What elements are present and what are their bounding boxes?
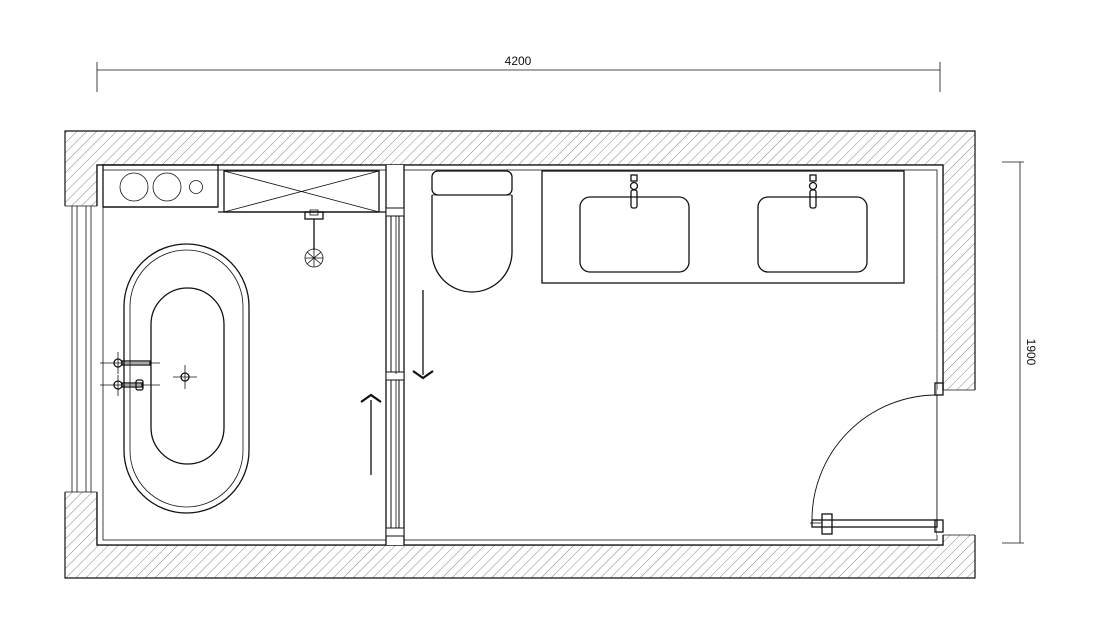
bathtub-faucet-icon <box>100 352 160 396</box>
depth-dimension-label: 1900 <box>1024 339 1038 366</box>
freestanding-oval-bathtub <box>123 243 250 514</box>
depth-dimension: 1900 <box>1002 161 1038 544</box>
swing-door <box>810 382 944 535</box>
bathtub-drain-icon <box>173 365 197 389</box>
basin-faucet-icon <box>629 174 639 209</box>
double-basin-vanity <box>541 170 905 284</box>
shower-head-icon <box>304 209 324 268</box>
window <box>64 205 100 493</box>
slide-down-arrow-icon <box>412 290 434 380</box>
width-dimension-label: 4200 <box>505 54 532 68</box>
shelf-with-accessories <box>102 164 219 208</box>
sliding-glass-partition <box>360 165 434 545</box>
width-dimension: 4200 <box>96 54 941 92</box>
shower-drain-channel <box>218 170 386 213</box>
basin-faucet-icon <box>808 174 818 209</box>
walls <box>64 130 977 579</box>
slide-up-arrow-icon <box>360 393 382 475</box>
wall-hung-toilet <box>431 170 513 293</box>
